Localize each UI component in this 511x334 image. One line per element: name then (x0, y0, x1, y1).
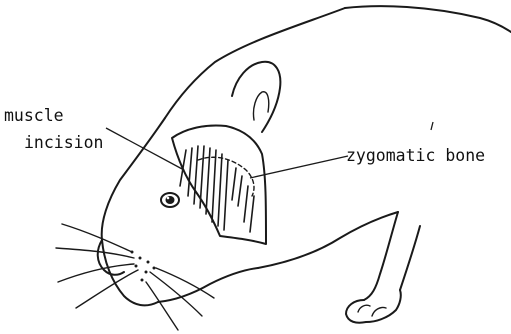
ear-inner (253, 92, 268, 120)
body-outline (345, 6, 511, 32)
label-incision: incision (24, 133, 103, 152)
label-muscle: muscle (4, 106, 64, 125)
ear-outline (232, 62, 280, 132)
label-zygomatic-bone: zygomatic bone (346, 146, 485, 165)
incision-area-outline (172, 126, 266, 245)
head-outline (102, 118, 165, 305)
whisker-pads (131, 251, 156, 282)
jaw-outline (158, 268, 258, 302)
whiskers (56, 224, 214, 330)
muscle-hatching (180, 146, 254, 232)
eye (161, 193, 179, 207)
stray-mark (431, 122, 433, 130)
muscle-incision-leader (106, 128, 184, 170)
neck-underside (258, 212, 398, 268)
